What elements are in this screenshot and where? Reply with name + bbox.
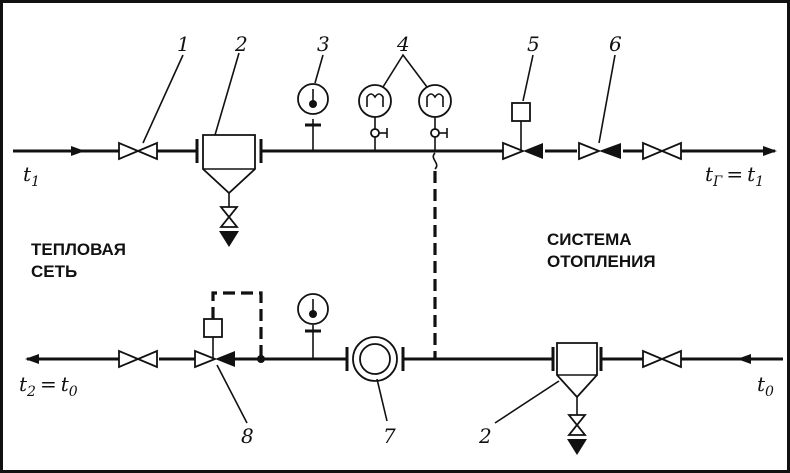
number-3: 3	[317, 32, 330, 56]
number-8: 8	[241, 424, 254, 448]
leader-2-top	[214, 52, 240, 136]
heating-scheme-diagram: 1 2 3 4	[13, 32, 783, 455]
leader-1	[142, 54, 184, 144]
pressure-regulator-5	[502, 102, 543, 161]
leader-4	[382, 53, 428, 88]
shutoff-valve-supply-right	[642, 141, 682, 161]
label-tr-out: tГ=t1	[705, 162, 764, 190]
number-4: 4	[396, 32, 410, 56]
shutoff-valve-return-right	[642, 349, 682, 369]
label-t0-in: t0	[757, 372, 774, 400]
label-t1-in: t1	[23, 162, 40, 190]
leader-2-bottom	[494, 380, 560, 424]
leader-8	[216, 364, 248, 424]
leader-6	[598, 54, 616, 144]
leader-3	[314, 54, 324, 84]
label-t2-out: t2=t0	[19, 372, 78, 400]
pressure-gauge-bottom	[297, 293, 329, 359]
number-2-bottom: 2	[478, 424, 492, 448]
mud-trap-bottom	[551, 342, 603, 455]
number-1: 1	[177, 32, 190, 56]
number-5: 5	[527, 32, 540, 56]
caption-heat-network-line1: ТЕПЛОВАЯ	[31, 240, 126, 259]
number-7: 7	[383, 424, 396, 448]
leader-7	[376, 378, 388, 422]
bypass-line	[432, 152, 438, 359]
elevator-7	[345, 336, 405, 382]
leader-5	[522, 54, 534, 102]
caption-heating-system-line2: ОТОПЛЕНИЯ	[547, 252, 656, 271]
check-valve-6	[578, 141, 621, 161]
number-6: 6	[609, 32, 622, 56]
shutoff-valve-1	[118, 141, 158, 161]
thermometer-2	[418, 84, 452, 151]
caption-heating-system-line1: СИСТЕМА	[547, 230, 632, 249]
mud-trap-top	[195, 134, 263, 247]
shutoff-valve-return-left	[118, 349, 158, 369]
pressure-gauge-top	[297, 83, 329, 151]
pressure-regulator-8	[194, 291, 265, 369]
caption-heat-network-line2: СЕТЬ	[31, 262, 77, 281]
thermometer-1	[358, 84, 392, 151]
number-2-top: 2	[234, 32, 248, 56]
